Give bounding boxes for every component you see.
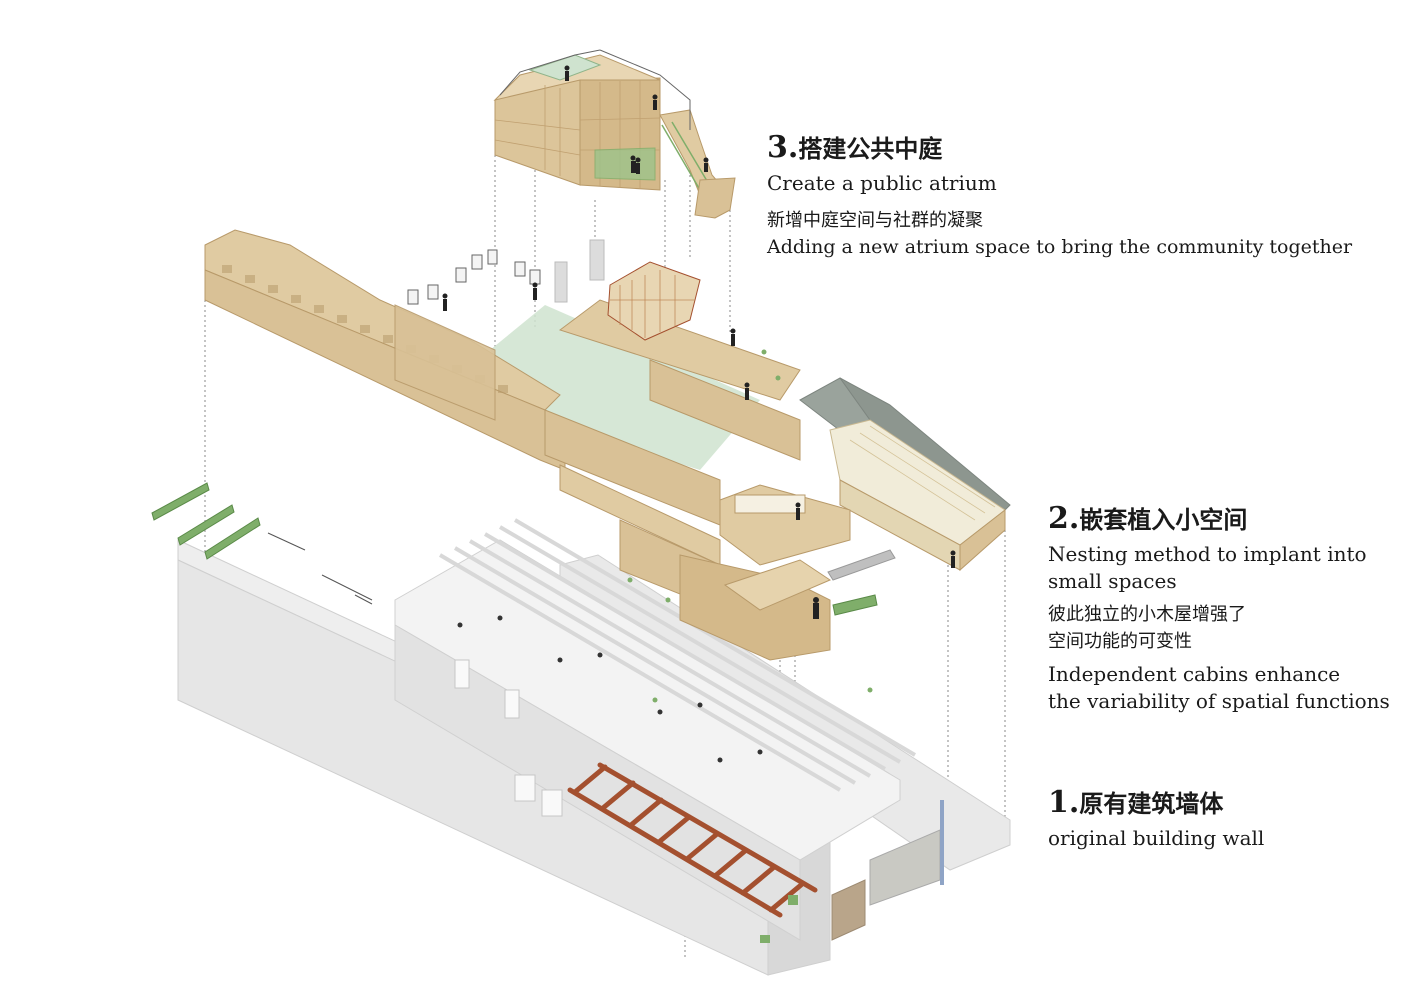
layer3-title-cn: 搭建公共中庭 (798, 135, 943, 163)
layer3-number: 3. (767, 130, 799, 165)
layer2-title-en-1: Nesting method to implant into (1048, 542, 1367, 566)
person-figure-icon (442, 65, 956, 619)
layer2-desc-cn-2: 空间功能的可变性 (1048, 631, 1192, 652)
label-layer2: 2.嵌套植入小空间 Nesting method to implant into… (1048, 501, 1390, 715)
layer2-desc-en-2: the variability of spatial functions (1048, 689, 1390, 713)
layer3-title-en: Create a public atrium (767, 171, 997, 195)
rust-pergola-beams (567, 762, 818, 918)
layer1-heading: 1.原有建筑墙体 (1048, 785, 1264, 825)
layer3-desc-en: Adding a new atrium space to bring the c… (767, 236, 1353, 258)
green-beams (151, 482, 261, 560)
layer1-title-cn: 原有建筑墙体 (1079, 790, 1224, 818)
label-layer1: 1.原有建筑墙体 original building wall (1048, 785, 1264, 852)
layer2-desc-cn-1: 彼此独立的小木屋增强了 (1048, 604, 1246, 625)
layer-original-walls (177, 518, 1011, 976)
layer-nested-cabins (204, 229, 1011, 661)
layer2-title-en-2: small spaces (1048, 569, 1177, 593)
layer2-title-cn: 嵌套植入小空间 (1079, 506, 1248, 534)
pendant-lamp-icon (457, 615, 763, 763)
layer-public-atrium (493, 49, 736, 219)
layer3-heading: 3.搭建公共中庭 (767, 130, 1352, 170)
layer3-desc-cn: 新增中庭空间与社群的凝聚 (767, 210, 983, 231)
layer2-heading: 2.嵌套植入小空间 (1048, 501, 1390, 541)
label-layer3: 3.搭建公共中庭 Create a public atrium 新增中庭空间与社… (767, 130, 1352, 261)
layer1-number: 1. (1048, 785, 1080, 820)
layer2-number: 2. (1048, 501, 1080, 536)
plant-icon (627, 349, 873, 703)
layer2-desc-en-1: Independent cabins enhance (1048, 662, 1341, 686)
picture-frame-icon (407, 249, 541, 305)
layer1-title-en: original building wall (1048, 826, 1265, 850)
